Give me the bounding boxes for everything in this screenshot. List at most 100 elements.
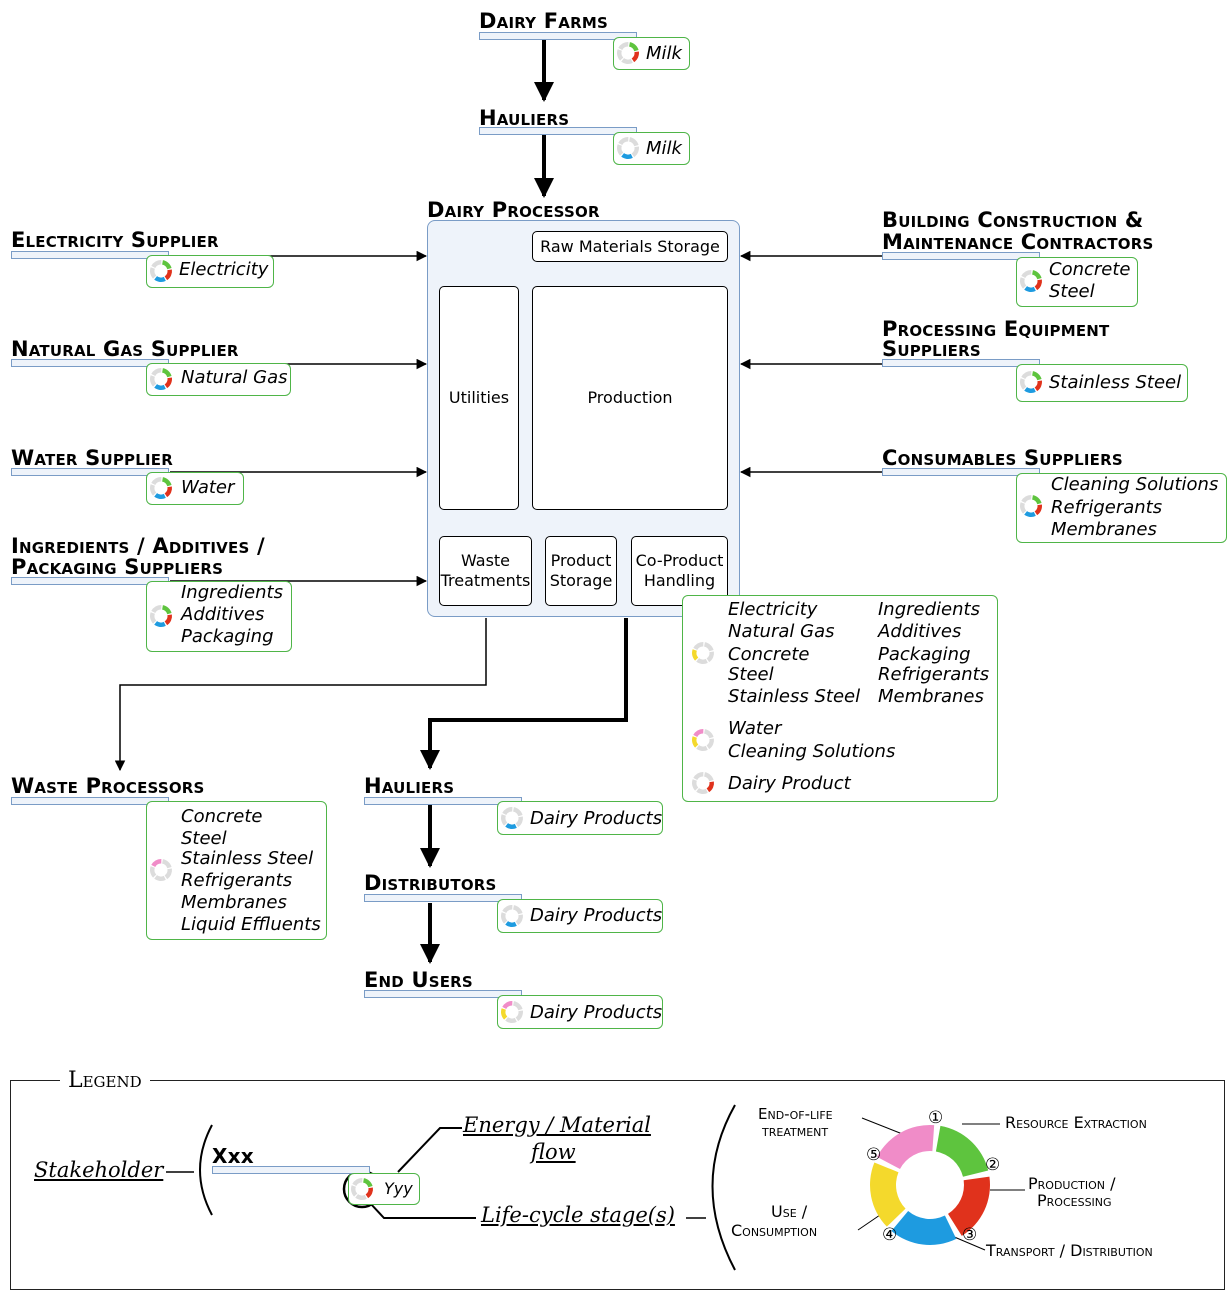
lifecycle-ring-icon: [150, 260, 172, 282]
ring-segment-4: [617, 49, 624, 61]
building-contractors-title-line2: Maintenance Contractors: [882, 230, 1154, 254]
flow-label: Natural Gas: [728, 621, 835, 642]
ring-segment-2: [515, 1010, 523, 1022]
legend-frame: [10, 1080, 1225, 1290]
coproduct-handling-unit: Co-Product Handling: [631, 536, 728, 606]
ring-segment-3: [154, 276, 166, 282]
utilities-unit: Utilities: [439, 286, 519, 510]
flow-label: Ingredients: [181, 582, 283, 603]
lifecycle-ring-icon: [1020, 495, 1042, 517]
ring-segment-3: [696, 788, 708, 794]
ring-segment-3: [1024, 511, 1036, 517]
legend-brace-right: [711, 1104, 736, 1271]
ring-segment-3: [1024, 387, 1036, 393]
ring-segment-4: [692, 779, 699, 791]
ring-segment-2: [1034, 380, 1042, 392]
ring-segment-5: [693, 642, 704, 650]
ring-segment-2: [515, 914, 523, 926]
ring-segment-4: [150, 267, 157, 279]
legend-stage-line: [369, 1202, 476, 1219]
electricity-supplier-title: Electricity Supplier: [11, 228, 219, 252]
flow-label: Liquid Effluents: [181, 914, 321, 935]
flow-label: Stainless Steel: [181, 848, 314, 869]
lifecycle-ring-icon: [150, 477, 172, 499]
legend-lifecycle: Life-cycle stage(s): [481, 1203, 675, 1227]
flow-box: [1016, 364, 1188, 402]
flow-label: Dairy Product: [728, 773, 851, 794]
stage-number-1: ①: [928, 1108, 944, 1128]
ring-segment-5: [1021, 371, 1032, 379]
product-storage-line1: Product: [550, 551, 612, 570]
ring-segment-5: [502, 807, 513, 815]
lifecycle-ring-icon: [1020, 371, 1042, 393]
stakeholder-bar: [11, 468, 169, 476]
ring-segment-2: [164, 269, 172, 281]
flow-label: Membranes: [181, 892, 287, 913]
ring-segment-2: [706, 738, 714, 750]
product-storage-line2: Storage: [549, 571, 613, 590]
ring-segment-5: [151, 260, 162, 268]
stakeholder-bar: [11, 359, 169, 367]
stage-number-4: ④: [882, 1225, 898, 1245]
flow-label: Water: [181, 477, 235, 498]
flow-label: Steel: [181, 828, 227, 849]
flow-label: Milk: [646, 138, 682, 159]
production-unit: Production: [532, 286, 728, 510]
stakeholder-bar: [11, 251, 169, 259]
lifecycle-ring-icon: [501, 807, 523, 829]
flow-label: Stainless Steel: [728, 686, 861, 707]
ring-segment-1: [629, 42, 639, 52]
stage-label-resource-extraction: Resource Extraction: [1005, 1113, 1147, 1132]
flow-box: [1016, 473, 1227, 543]
ring-segment-2: [706, 781, 714, 793]
distributors-title: Distributors: [364, 871, 497, 895]
ring-segment-3: [505, 921, 517, 927]
ring-segment-5: [877, 1125, 935, 1170]
callout-eol: [861, 1117, 906, 1136]
ring-segment-1: [162, 368, 172, 378]
ring-segment-5: [618, 137, 629, 145]
flow-label: Refrigerants: [181, 870, 293, 891]
ring-segment-1: [1032, 371, 1042, 381]
callout-s3: [951, 1235, 986, 1251]
flow-box: [613, 37, 690, 70]
ring-segment-1: [162, 260, 172, 270]
lifecycle-ring-icon: [692, 772, 714, 794]
ring-segment-4: [692, 736, 699, 748]
stakeholder-bar: [364, 990, 522, 998]
flow-label: Membranes: [878, 686, 984, 707]
ring-segment-1: [162, 605, 172, 615]
lifecycle-ring-icon: [692, 642, 714, 664]
ring-segment-4: [150, 866, 157, 878]
ring-segment-5: [693, 772, 704, 780]
ring-segment-2: [164, 868, 172, 880]
ring-segment-2: [164, 377, 172, 389]
legend-stakeholder: Stakeholder: [34, 1158, 164, 1182]
ring-segment-3: [621, 58, 633, 64]
ring-segment-2: [631, 146, 639, 158]
ring-segment-2: [631, 51, 639, 63]
equipment-suppliers-title-line2: Suppliers: [882, 337, 981, 361]
legend-flow-line: [397, 1127, 462, 1173]
flow-label: Dairy Products: [530, 808, 663, 829]
stage-number-3: ③: [962, 1225, 978, 1245]
ring-segment-5: [1021, 495, 1032, 503]
arrow-to-hauliers-bottom: [420, 618, 628, 770]
ring-segment-1: [513, 807, 523, 817]
flow-box: [1016, 257, 1138, 307]
waste-treatments-unit: Waste Treatments: [439, 536, 532, 606]
stakeholder-bar: [364, 894, 522, 902]
coproduct-line1: Co-Product: [635, 551, 724, 570]
flow-box: [613, 132, 690, 165]
ring-segment-4: [501, 912, 508, 924]
ring-segment-4: [692, 649, 699, 661]
raw-materials-storage: Raw Materials Storage: [532, 231, 728, 262]
ring-segment-4: [150, 484, 157, 496]
ring-segment-5: [151, 605, 162, 613]
stage-number-5: ⑤: [866, 1145, 882, 1165]
stage-label-eol-line2: treatment: [762, 1122, 829, 1140]
stakeholder-bar: [882, 252, 1040, 260]
flow-box: [146, 472, 244, 505]
ring-segment-5: [618, 42, 629, 50]
stage-label-use-line1: Use /: [771, 1202, 808, 1221]
